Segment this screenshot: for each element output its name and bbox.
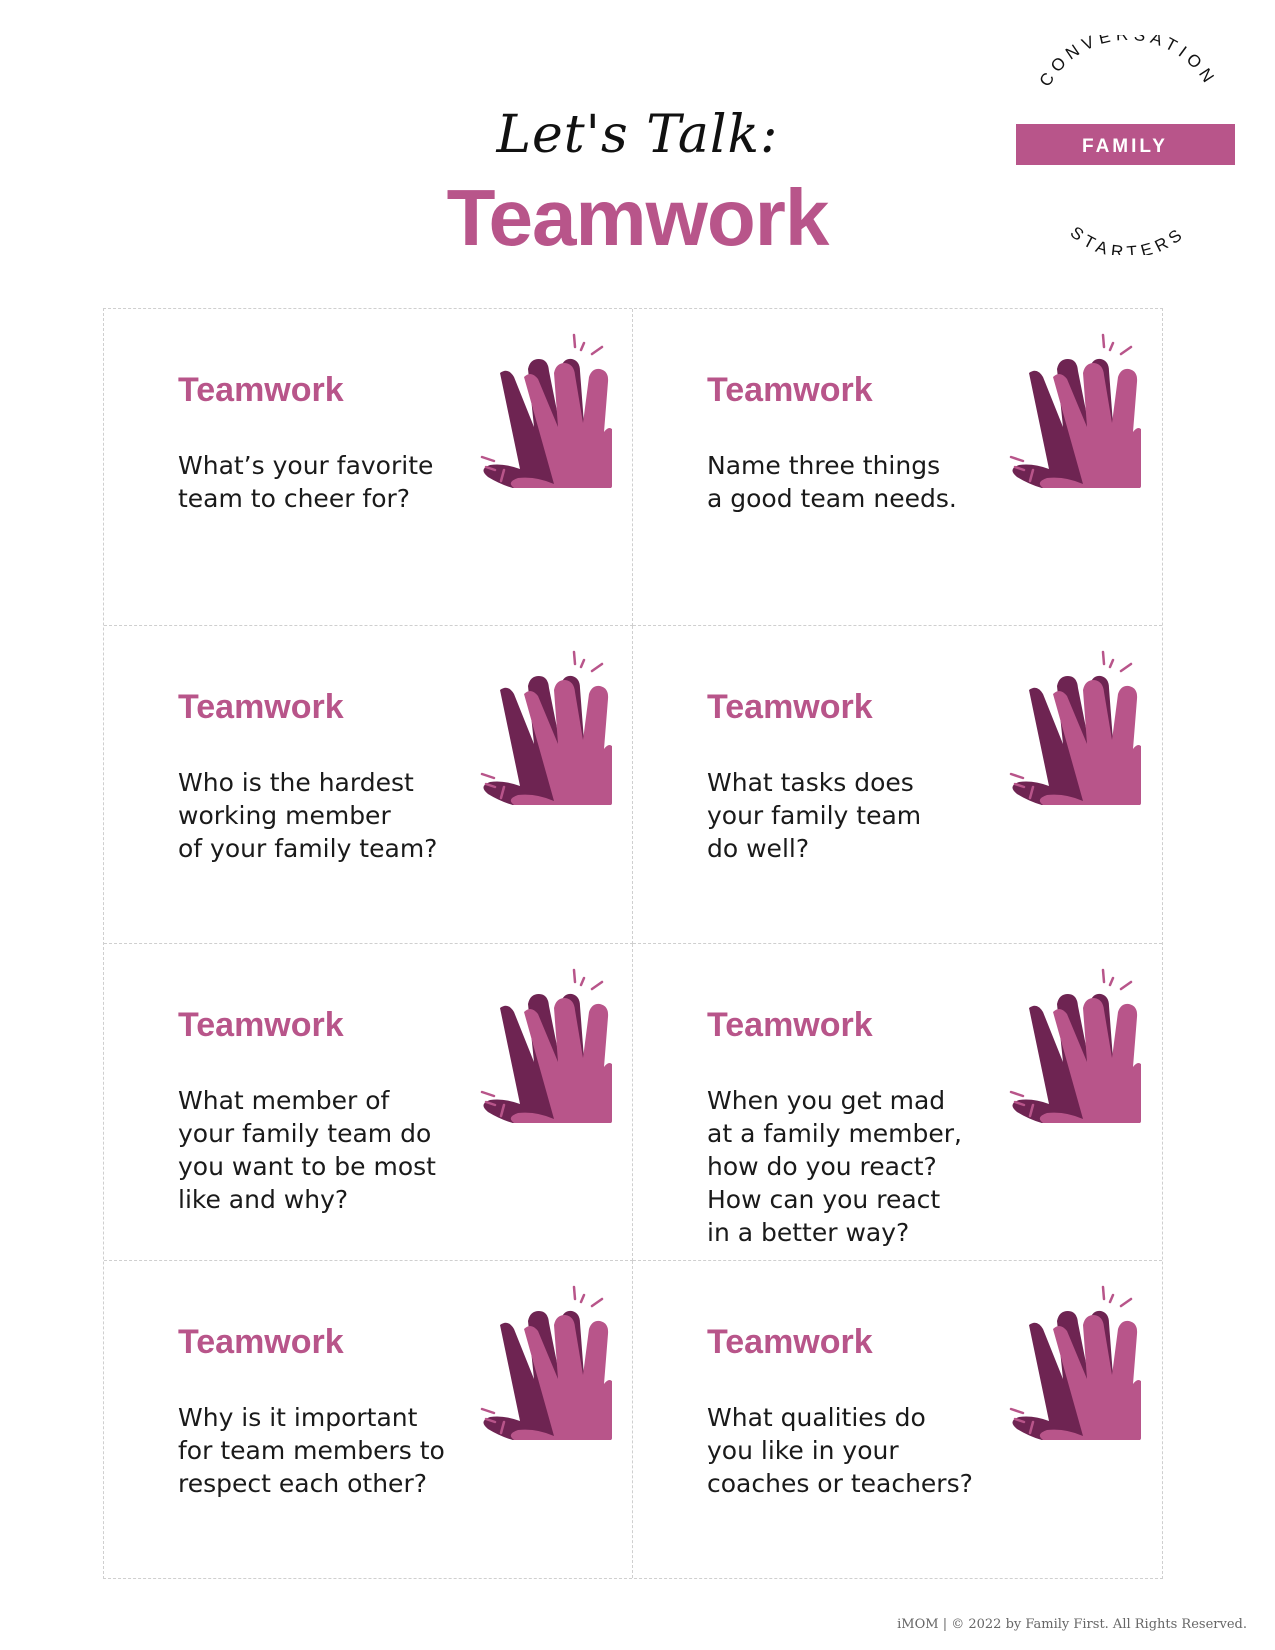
- high-five-hands-icon: [1009, 1285, 1141, 1440]
- card-question: What’s your favorite team to cheer for?: [178, 451, 434, 513]
- conversation-card: Teamwork What qualities do you like in y…: [633, 1261, 1162, 1578]
- conversation-card: Teamwork What’s your favorite team to ch…: [104, 309, 633, 627]
- card-heading: Teamwork: [707, 1005, 873, 1044]
- card-question: What qualities do you like in your coach…: [707, 1402, 973, 1498]
- card-heading: Teamwork: [707, 1322, 873, 1361]
- high-five-hands-icon: [480, 1285, 612, 1440]
- svg-text:CONVERSATION: CONVERSATION: [1036, 35, 1221, 90]
- footer-copyright: iMOM | © 2022 by Family First. All Right…: [897, 1617, 1247, 1632]
- card-heading: Teamwork: [707, 371, 873, 409]
- page-title: Teamwork: [446, 173, 830, 262]
- badge-bottom-arc: STARTERS: [1067, 223, 1185, 255]
- conversation-card: Teamwork Name three things a good team n…: [633, 309, 1162, 627]
- conversation-card: Teamwork What member of your family team…: [104, 943, 633, 1261]
- card-heading: Teamwork: [707, 688, 873, 727]
- conversation-card: Teamwork When you get mad at a family me…: [633, 944, 1162, 1261]
- card-heading: Teamwork: [178, 1322, 344, 1361]
- high-five-hands-icon: [1009, 968, 1141, 1123]
- card-question: What tasks does your family team do well…: [707, 768, 922, 864]
- svg-text:STARTERS: STARTERS: [1067, 223, 1190, 255]
- card-heading: Teamwork: [178, 1005, 344, 1044]
- conversation-card: Teamwork What tasks does your family tea…: [633, 626, 1162, 944]
- high-five-hands-icon: [480, 968, 612, 1123]
- conversation-card: Teamwork Who is the hardest working memb…: [104, 626, 633, 944]
- badge-top-arc: CONVERSATION: [1036, 35, 1216, 90]
- high-five-hands-icon: [480, 651, 612, 806]
- card-heading: Teamwork: [178, 688, 344, 727]
- badge-label: FAMILY: [1082, 136, 1168, 157]
- conversation-starters-badge: CONVERSATION FAMILY STARTERS: [1016, 35, 1235, 255]
- card-question: Who is the hardest working member of you…: [178, 768, 438, 864]
- high-five-hands-icon: [480, 333, 612, 488]
- conversation-card: Teamwork Why is it important for team me…: [104, 1260, 633, 1578]
- card-question: Name three things a good team needs.: [707, 451, 957, 513]
- high-five-hands-icon: [1009, 333, 1141, 488]
- card-question: What member of your family team do you w…: [178, 1085, 436, 1214]
- script-title: Let's Talk:: [496, 105, 779, 165]
- card-question: Why is it important for team members to …: [178, 1402, 445, 1498]
- card-heading: Teamwork: [178, 371, 344, 409]
- high-five-hands-icon: [1009, 651, 1141, 806]
- card-question: When you get mad at a family member, how…: [707, 1085, 963, 1247]
- conversation-cards-grid: Teamwork What’s your favorite team to ch…: [103, 308, 1163, 1579]
